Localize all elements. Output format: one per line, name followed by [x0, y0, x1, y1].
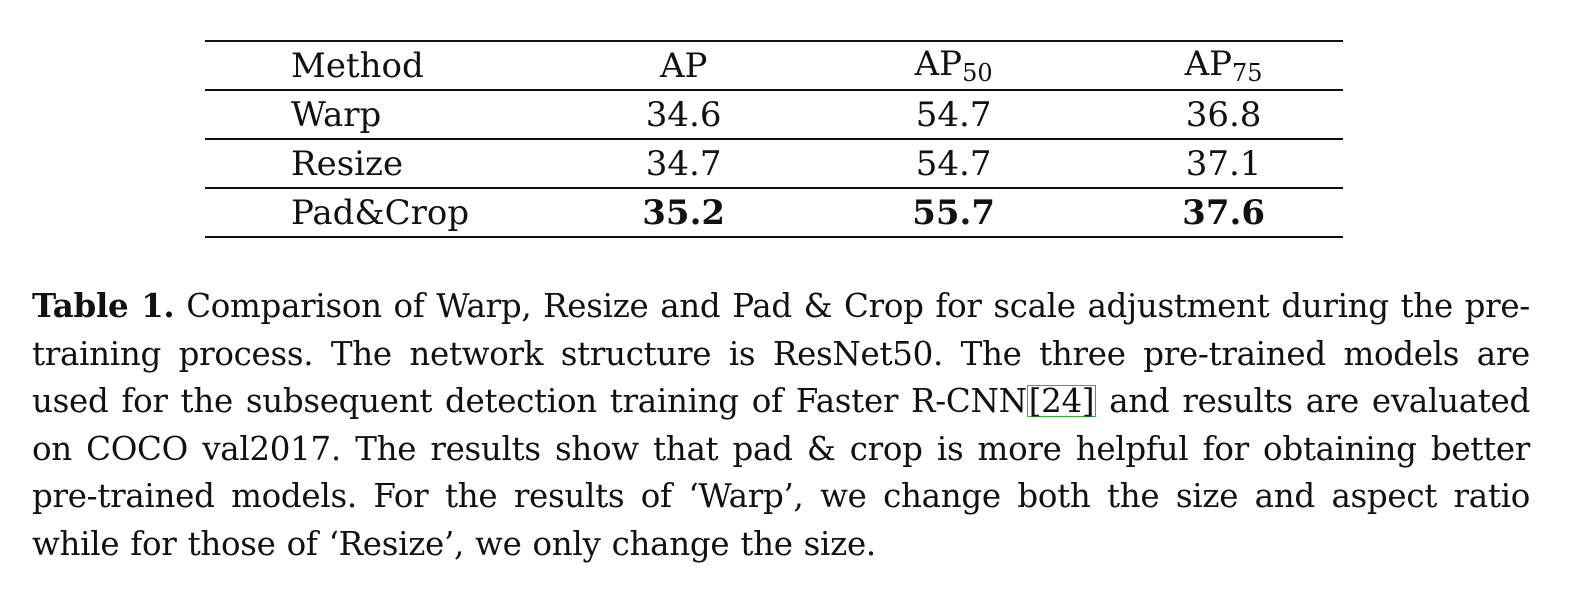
table-row-resize: Resize 34.7 54.7 37.1 [205, 139, 1343, 189]
table-header-row: Method AP AP50 AP75 [205, 40, 1343, 91]
cell-ap75: 36.8 [1104, 90, 1343, 140]
cell-ap50-best: 55.7 [803, 188, 1105, 238]
header-ap50-subscript: 50 [962, 58, 993, 87]
header-ap50-base: AP [914, 43, 963, 84]
caption-text-part1: Comparison of Warp, Resize and Pad & Cro… [32, 287, 1530, 420]
table-row-padcrop: Pad&Crop 35.2 55.7 37.6 [205, 188, 1343, 238]
cell-method: Resize [205, 139, 565, 189]
cell-ap75-best: 37.6 [1104, 188, 1343, 238]
results-table: Method AP AP50 AP75 Warp 34.6 54.7 36.8 … [205, 40, 1343, 238]
cell-method: Pad&Crop [205, 188, 565, 238]
caption-label: Table 1. [32, 286, 175, 325]
header-ap75: AP75 [1104, 40, 1343, 91]
header-ap50: AP50 [803, 40, 1105, 91]
cell-ap75: 37.1 [1104, 139, 1343, 189]
header-ap75-subscript: 75 [1232, 58, 1263, 87]
cell-ap50: 54.7 [803, 139, 1105, 189]
table-row-warp: Warp 34.6 54.7 36.8 [205, 90, 1343, 140]
citation-link[interactable]: [24] [1026, 382, 1097, 420]
cell-ap-best: 35.2 [564, 188, 804, 238]
cell-method: Warp [205, 90, 565, 140]
header-ap: AP [564, 40, 804, 91]
cell-ap: 34.6 [564, 90, 804, 140]
cell-ap: 34.7 [564, 139, 804, 189]
header-ap75-base: AP [1184, 43, 1233, 84]
results-table-container: Method AP AP50 AP75 Warp 34.6 54.7 36.8 … [205, 40, 1343, 238]
caption-text-part2: and results are evaluated on COCO val201… [32, 382, 1530, 563]
header-method: Method [205, 40, 565, 91]
table-caption: Table 1. Comparison of Warp, Resize and … [32, 282, 1530, 568]
cell-ap50: 54.7 [803, 90, 1105, 140]
